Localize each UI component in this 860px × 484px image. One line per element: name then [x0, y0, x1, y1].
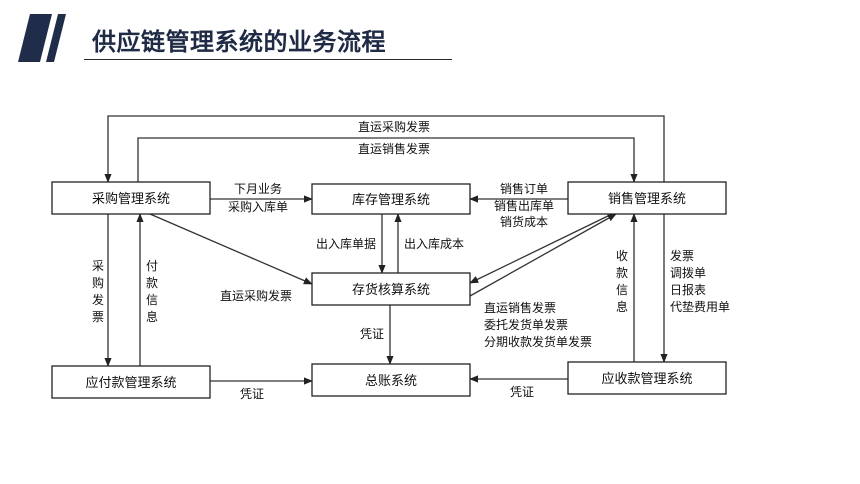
- label-advance-expense-order: 代垫费用单: [670, 299, 730, 314]
- arrow-purchase-to-accounting: [149, 213, 313, 285]
- accounts-receivable-box: 应收款管理系统: [567, 361, 727, 395]
- title-underline: [84, 59, 452, 60]
- label-sales-outbound: 销售出库单: [494, 198, 554, 213]
- label-installment-invoice: 分期收款发货单发票: [484, 334, 592, 349]
- svg-text:销售管理系统: 销售管理系统: [608, 191, 686, 207]
- label-direct-sales-invoice-mid: 直运销售发票: [484, 300, 556, 315]
- svg-text:库存管理系统: 库存管理系统: [352, 192, 430, 208]
- arrow-sales-to-accounting: [469, 213, 613, 284]
- label-voucher-ledger: 凭证: [360, 326, 384, 341]
- general-ledger-box: 总账系统: [311, 363, 471, 397]
- svg-text:应收款管理系统: 应收款管理系统: [601, 371, 692, 387]
- purchase-management-box: 采购管理系统: [51, 181, 211, 215]
- stock-accounting-box: 存货核算系统: [311, 272, 471, 306]
- label-sales-cost: 销货成本: [500, 214, 548, 229]
- label-receipt-info-vertical: 收款信息: [616, 249, 628, 314]
- inventory-management-box: 库存管理系统: [311, 183, 471, 215]
- label-purchase-invoice-vertical: 采购发票: [92, 259, 104, 324]
- accounts-payable-box: 应付款管理系统: [51, 365, 211, 399]
- arrow-sales-to-purchase-top: [104, 115, 665, 183]
- label-purchase-receipt: 采购入库单: [228, 199, 288, 214]
- label-inout-cost: 出入库成本: [404, 236, 464, 251]
- arrow-accounting-to-sales: [469, 213, 617, 297]
- page-title: 供应链管理系统的业务流程: [92, 28, 386, 56]
- label-inout-document: 出入库单据: [316, 236, 376, 251]
- label-consignment-invoice: 委托发货单发票: [484, 317, 568, 332]
- svg-text:存货核算系统: 存货核算系统: [352, 282, 430, 298]
- arrow-purchase-to-sales-top: [137, 137, 638, 183]
- label-voucher-payable: 凭证: [240, 386, 264, 401]
- label-payment-info-vertical: 付款信息: [146, 259, 158, 324]
- label-transfer-order: 调拨单: [670, 266, 706, 280]
- label-sales-order: 销售订单: [500, 181, 548, 196]
- label-voucher-receivable: 凭证: [510, 384, 534, 399]
- svg-text:采购管理系统: 采购管理系统: [92, 191, 170, 207]
- svg-text:总账系统: 总账系统: [365, 374, 417, 389]
- label-direct-purchase-invoice-top: 直运采购发票: [358, 119, 430, 134]
- logo-slash-icon: [18, 14, 66, 62]
- label-next-month-business: 下月业务: [234, 181, 282, 196]
- label-direct-sales-invoice-top: 直运销售发票: [358, 141, 430, 156]
- svg-text:应付款管理系统: 应付款管理系统: [85, 375, 176, 391]
- sales-management-box: 销售管理系统: [567, 181, 727, 215]
- label-invoice: 发票: [670, 248, 694, 263]
- label-daily-report: 日报表: [670, 282, 706, 297]
- label-direct-purchase-invoice-mid: 直运采购发票: [220, 288, 292, 303]
